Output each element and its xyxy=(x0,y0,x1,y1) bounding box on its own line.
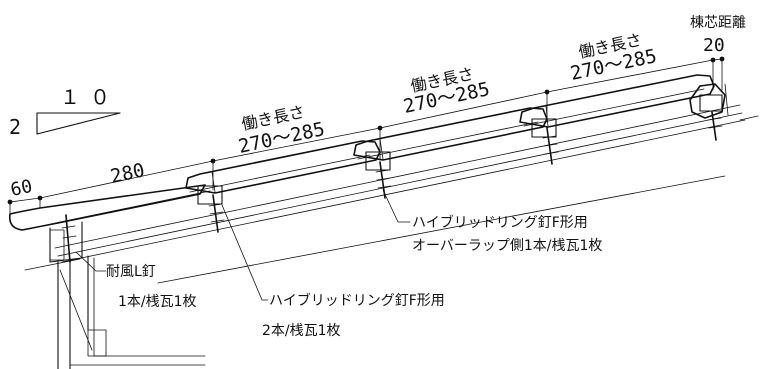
slope-indicator: １０ 2 xyxy=(9,85,121,139)
slope-rise-label: 2 xyxy=(9,115,21,139)
slope-run-label: １０ xyxy=(60,85,120,109)
ridge-distance-value: 20 xyxy=(703,35,725,56)
nail-lower-callout-line2: 2本/桟瓦1枚 xyxy=(262,323,341,339)
tile-lug xyxy=(365,151,391,171)
tile-lug xyxy=(699,94,723,112)
first-pitch-dimension: 280 xyxy=(108,159,146,188)
tile-lug xyxy=(197,185,223,205)
beam-block xyxy=(87,329,107,357)
wind-nail-callout-line1: 耐風L釘 xyxy=(106,263,156,280)
eave-overhang-dimension: 60 xyxy=(9,176,35,201)
top-dimension-line xyxy=(7,56,725,215)
nail-upper-callout-line1: ハイブリッドリング釘F形用 xyxy=(412,214,588,231)
nails xyxy=(61,111,723,263)
leader-lines xyxy=(75,189,411,301)
nail-upper-callout-line2: オーバーラップ側1本/桟瓦1枚 xyxy=(412,238,602,254)
tile-lug xyxy=(531,118,557,138)
wind-nail-callout-line2: 1本/桟瓦1枚 xyxy=(118,294,197,310)
nail-lower-callout-line1: ハイブリッドリング釘F形用 xyxy=(269,292,445,309)
eave-framing xyxy=(49,221,206,369)
ridge-distance-label: 棟芯距離 xyxy=(690,14,746,31)
roof-tiles xyxy=(8,74,729,231)
fascia-board xyxy=(49,229,65,261)
roof-deck xyxy=(24,104,759,284)
